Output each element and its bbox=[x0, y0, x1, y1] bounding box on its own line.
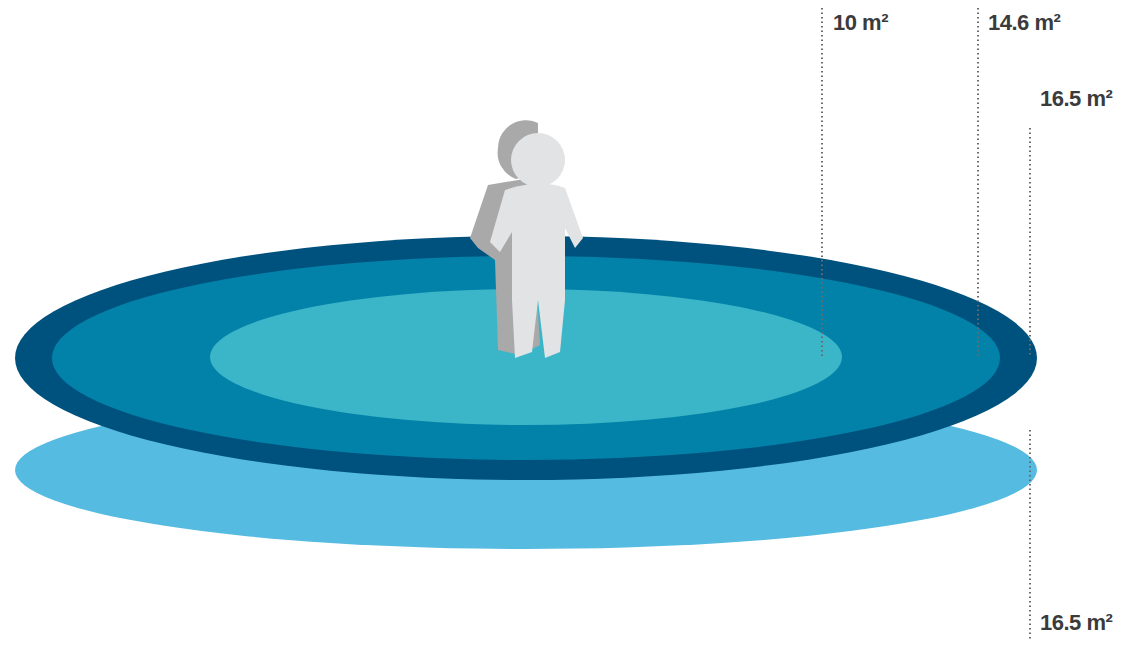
area-label: 16.5 m² bbox=[1040, 88, 1112, 110]
area-label: 14.6 m² bbox=[988, 12, 1060, 34]
area-label: 10 m² bbox=[833, 12, 888, 34]
leader-lines bbox=[822, 8, 1030, 640]
area-label: 16.5 m² bbox=[1040, 612, 1112, 634]
person-figure bbox=[470, 120, 583, 358]
